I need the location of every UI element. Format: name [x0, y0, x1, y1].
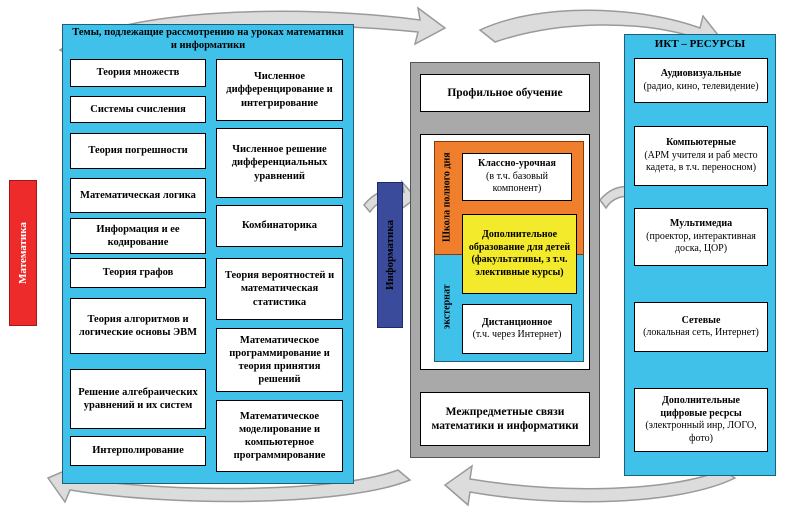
topic-label: Теория графов — [102, 267, 174, 279]
topic-box: Теория алгоритмов и логические основы ЭВ… — [70, 298, 206, 354]
ict-item-note: (АРМ учителя и раб место кадета, в т.ч. … — [644, 149, 758, 174]
bottom-right-arrow — [443, 464, 737, 507]
informatics-tab-label: Информатика — [384, 220, 396, 291]
topic-box: Математическая логика — [70, 178, 206, 213]
topic-box: Комбинаторика — [216, 205, 343, 247]
topic-box: Численное решение дифференциальных уравн… — [216, 128, 343, 198]
topic-label: Теория вероятностей и математическая ста… — [224, 270, 335, 308]
ict-item: Компьютерные (АРМ учителя и раб место ка… — [634, 126, 768, 186]
distance-box: Дистанционное (т.ч. через Интернет) — [462, 304, 572, 354]
topics-title-text: Темы, подлежащие рассмотрению на уроках … — [72, 27, 344, 51]
interdisciplinary-label: Межпредметные связи математики и информа… — [431, 405, 579, 432]
topic-box: Математическое моделирование и компьютер… — [216, 400, 343, 472]
topic-label: Теория алгоритмов и логические основы ЭВ… — [78, 313, 198, 338]
ict-item-note: (проектор, интерактивная доска, ЦОР) — [646, 230, 756, 255]
topics-title: Темы, подлежащие рассмотрению на уроках … — [70, 27, 346, 53]
ict-item-title: Сетевые — [681, 314, 721, 326]
topic-box: Теория вероятностей и математическая ста… — [216, 258, 343, 320]
ict-item-note: (локальная сеть, Интернет) — [643, 327, 759, 338]
extra-education-title: Дополнительное образование для детей — [468, 229, 571, 253]
ict-item-title: Аудиовизуальные — [660, 68, 742, 79]
class-lesson-box: Классно-урочная (в т.ч. базовый компонен… — [462, 153, 572, 201]
profile-box: Профильное обучение — [420, 74, 590, 112]
profile-label: Профильное обучение — [447, 86, 563, 99]
school-label: Школа полного дня — [436, 143, 458, 251]
topic-box: Теория погрешности — [70, 133, 206, 169]
class-lesson-note: (в т.ч. базовый компонент) — [486, 170, 548, 195]
external-label-text: экстернат — [441, 284, 453, 330]
topic-box: Теория графов — [70, 258, 206, 288]
ict-item-note: (радио, кино, телевидение) — [643, 80, 759, 92]
ict-item: Аудиовизуальные (радио, кино, телевидени… — [634, 58, 768, 103]
topic-label: Теория множеств — [96, 67, 180, 79]
ict-item: Дополнительные цифровые ресрсы (электрон… — [634, 388, 768, 452]
topic-label: Решение алгебраических уравнений и их си… — [78, 386, 198, 411]
topic-label: Комбинаторика — [242, 220, 317, 232]
topic-box: Информация и ее кодирование — [70, 218, 206, 254]
math-tab: Математика — [9, 180, 37, 326]
topic-box: Решение алгебраических уравнений и их си… — [70, 369, 206, 429]
ict-title-text: ИКТ – РЕСУРСЫ — [654, 38, 746, 50]
topic-label: Системы счисления — [90, 103, 186, 115]
ict-item: Мультимедиа (проектор, интерактивная дос… — [634, 208, 768, 266]
topic-label: Математическая логика — [80, 189, 196, 201]
topic-label: Математическое моделирование и компьютер… — [233, 410, 326, 462]
topic-box: Системы счисления — [70, 96, 206, 123]
ict-item-title: Компьютерные — [666, 137, 736, 149]
topic-box: Математическое программирование и теория… — [216, 328, 343, 392]
topic-label: Численное дифференцирование и интегриров… — [226, 71, 333, 109]
topic-box: Теория множеств — [70, 59, 206, 87]
school-label-text: Школа полного дня — [441, 152, 453, 242]
distance-note: (т.ч. через Интернет) — [472, 329, 562, 340]
extra-education-note: (факультативы, з т.ч. элективные курсы) — [471, 254, 568, 278]
ict-title: ИКТ – РЕСУРСЫ — [626, 38, 774, 54]
topic-label: Теория погрешности — [88, 145, 188, 157]
extra-education-box: Дополнительное образование для детей (фа… — [462, 214, 577, 294]
ict-item: Сетевые (локальная сеть, Интернет) — [634, 302, 768, 352]
math-tab-label: Математика — [17, 222, 29, 284]
class-lesson-title: Классно-урочная — [478, 158, 556, 170]
topic-box: Численное дифференцирование и интегриров… — [216, 59, 343, 121]
external-label: экстернат — [436, 262, 458, 352]
topic-box: Интерполирование — [70, 436, 206, 466]
ict-item-note: (электронный инр, ЛОГО, фото) — [645, 420, 757, 444]
topic-label: Информация и ее кодирование — [96, 223, 180, 248]
informatics-tab: Информатика — [377, 182, 403, 328]
topic-label: Численное решение дифференциальных уравн… — [231, 144, 328, 182]
ict-item-title: Дополнительные цифровые ресрсы — [660, 395, 742, 419]
topic-label: Интерполирование — [92, 445, 184, 457]
interdisciplinary-box: Межпредметные связи математики и информа… — [420, 392, 590, 446]
ict-item-title: Мультимедиа — [669, 218, 733, 230]
distance-title: Дистанционное — [481, 316, 553, 328]
topic-label: Математическое программирование и теория… — [229, 334, 330, 386]
